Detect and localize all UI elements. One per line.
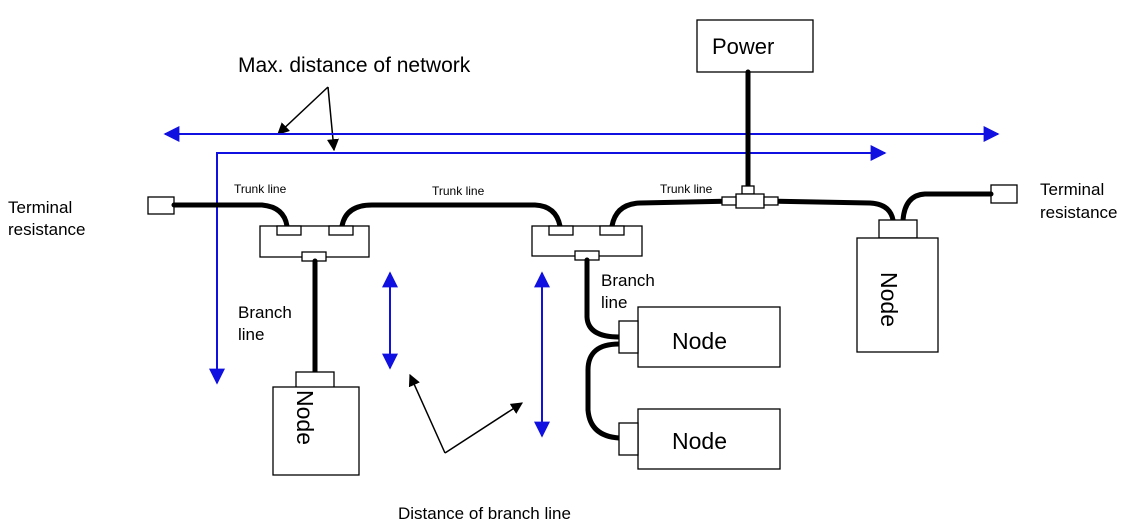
power-tee-top [741, 185, 755, 195]
tap-left-port-1 [276, 225, 302, 236]
branch-label-middle-1: Branch [601, 271, 655, 290]
power-tee-connector [735, 193, 765, 209]
max-distance-arrow-second [209, 145, 887, 385]
trunk-label-3: Trunk line [660, 182, 713, 196]
branch-label-middle-2: line [601, 293, 627, 312]
terminal-label-right-1: Terminal [1040, 180, 1104, 199]
trunk-label-1: Trunk line [234, 182, 287, 196]
terminal-resistor-right [990, 184, 1018, 204]
power-label: Power [712, 34, 774, 59]
terminal-resistor-left [147, 196, 175, 215]
branch-distance-label: Distance of branch line [398, 504, 571, 523]
node-box-middle-lower [637, 408, 781, 470]
trunk-cable-2 [339, 202, 563, 229]
node-label-middle-upper: Node [672, 328, 727, 354]
terminal-label-right-2: resistance [1040, 203, 1117, 222]
trunk-cable-5 [900, 191, 994, 223]
power-box [696, 19, 814, 73]
max-distance-pointer-2 [327, 86, 339, 152]
trunk-cable-1 [171, 202, 290, 229]
trunk-label-2: Trunk line [432, 184, 485, 198]
tap-middle-port-2 [599, 225, 625, 236]
terminal-label-left-1: Terminal [8, 198, 72, 217]
node-box-left [272, 386, 360, 476]
node-label-right: Node [876, 272, 902, 327]
max-distance-pointer-1 [277, 86, 329, 135]
node-middle-lower-connector [618, 422, 639, 456]
trunk-cable-4 [761, 198, 896, 223]
node-middle-upper-connector [618, 320, 639, 354]
node-label-left: Node [292, 390, 318, 445]
tap-left-port-2 [328, 225, 354, 236]
trunk-cable-3 [609, 198, 739, 229]
node-left-connector [295, 371, 335, 389]
node-box-right [856, 237, 939, 353]
branch-label-left-1: Branch [238, 303, 292, 322]
branch-distance-pointer-2 [444, 402, 524, 454]
branch-label-left-2: line [238, 325, 264, 344]
power-tee-right [763, 196, 779, 206]
node-right-connector [878, 219, 918, 239]
max-distance-label: Max. distance of network [238, 54, 471, 77]
branch-distance-pointer-1 [408, 373, 446, 454]
terminal-label-left-2: resistance [8, 220, 85, 239]
tap-middle-port-1 [548, 225, 574, 236]
branch-cable-middle-2 [585, 341, 622, 441]
power-tee-left [721, 196, 737, 206]
node-label-middle-lower: Node [672, 428, 727, 454]
branch-cable-middle-1 [584, 257, 622, 340]
